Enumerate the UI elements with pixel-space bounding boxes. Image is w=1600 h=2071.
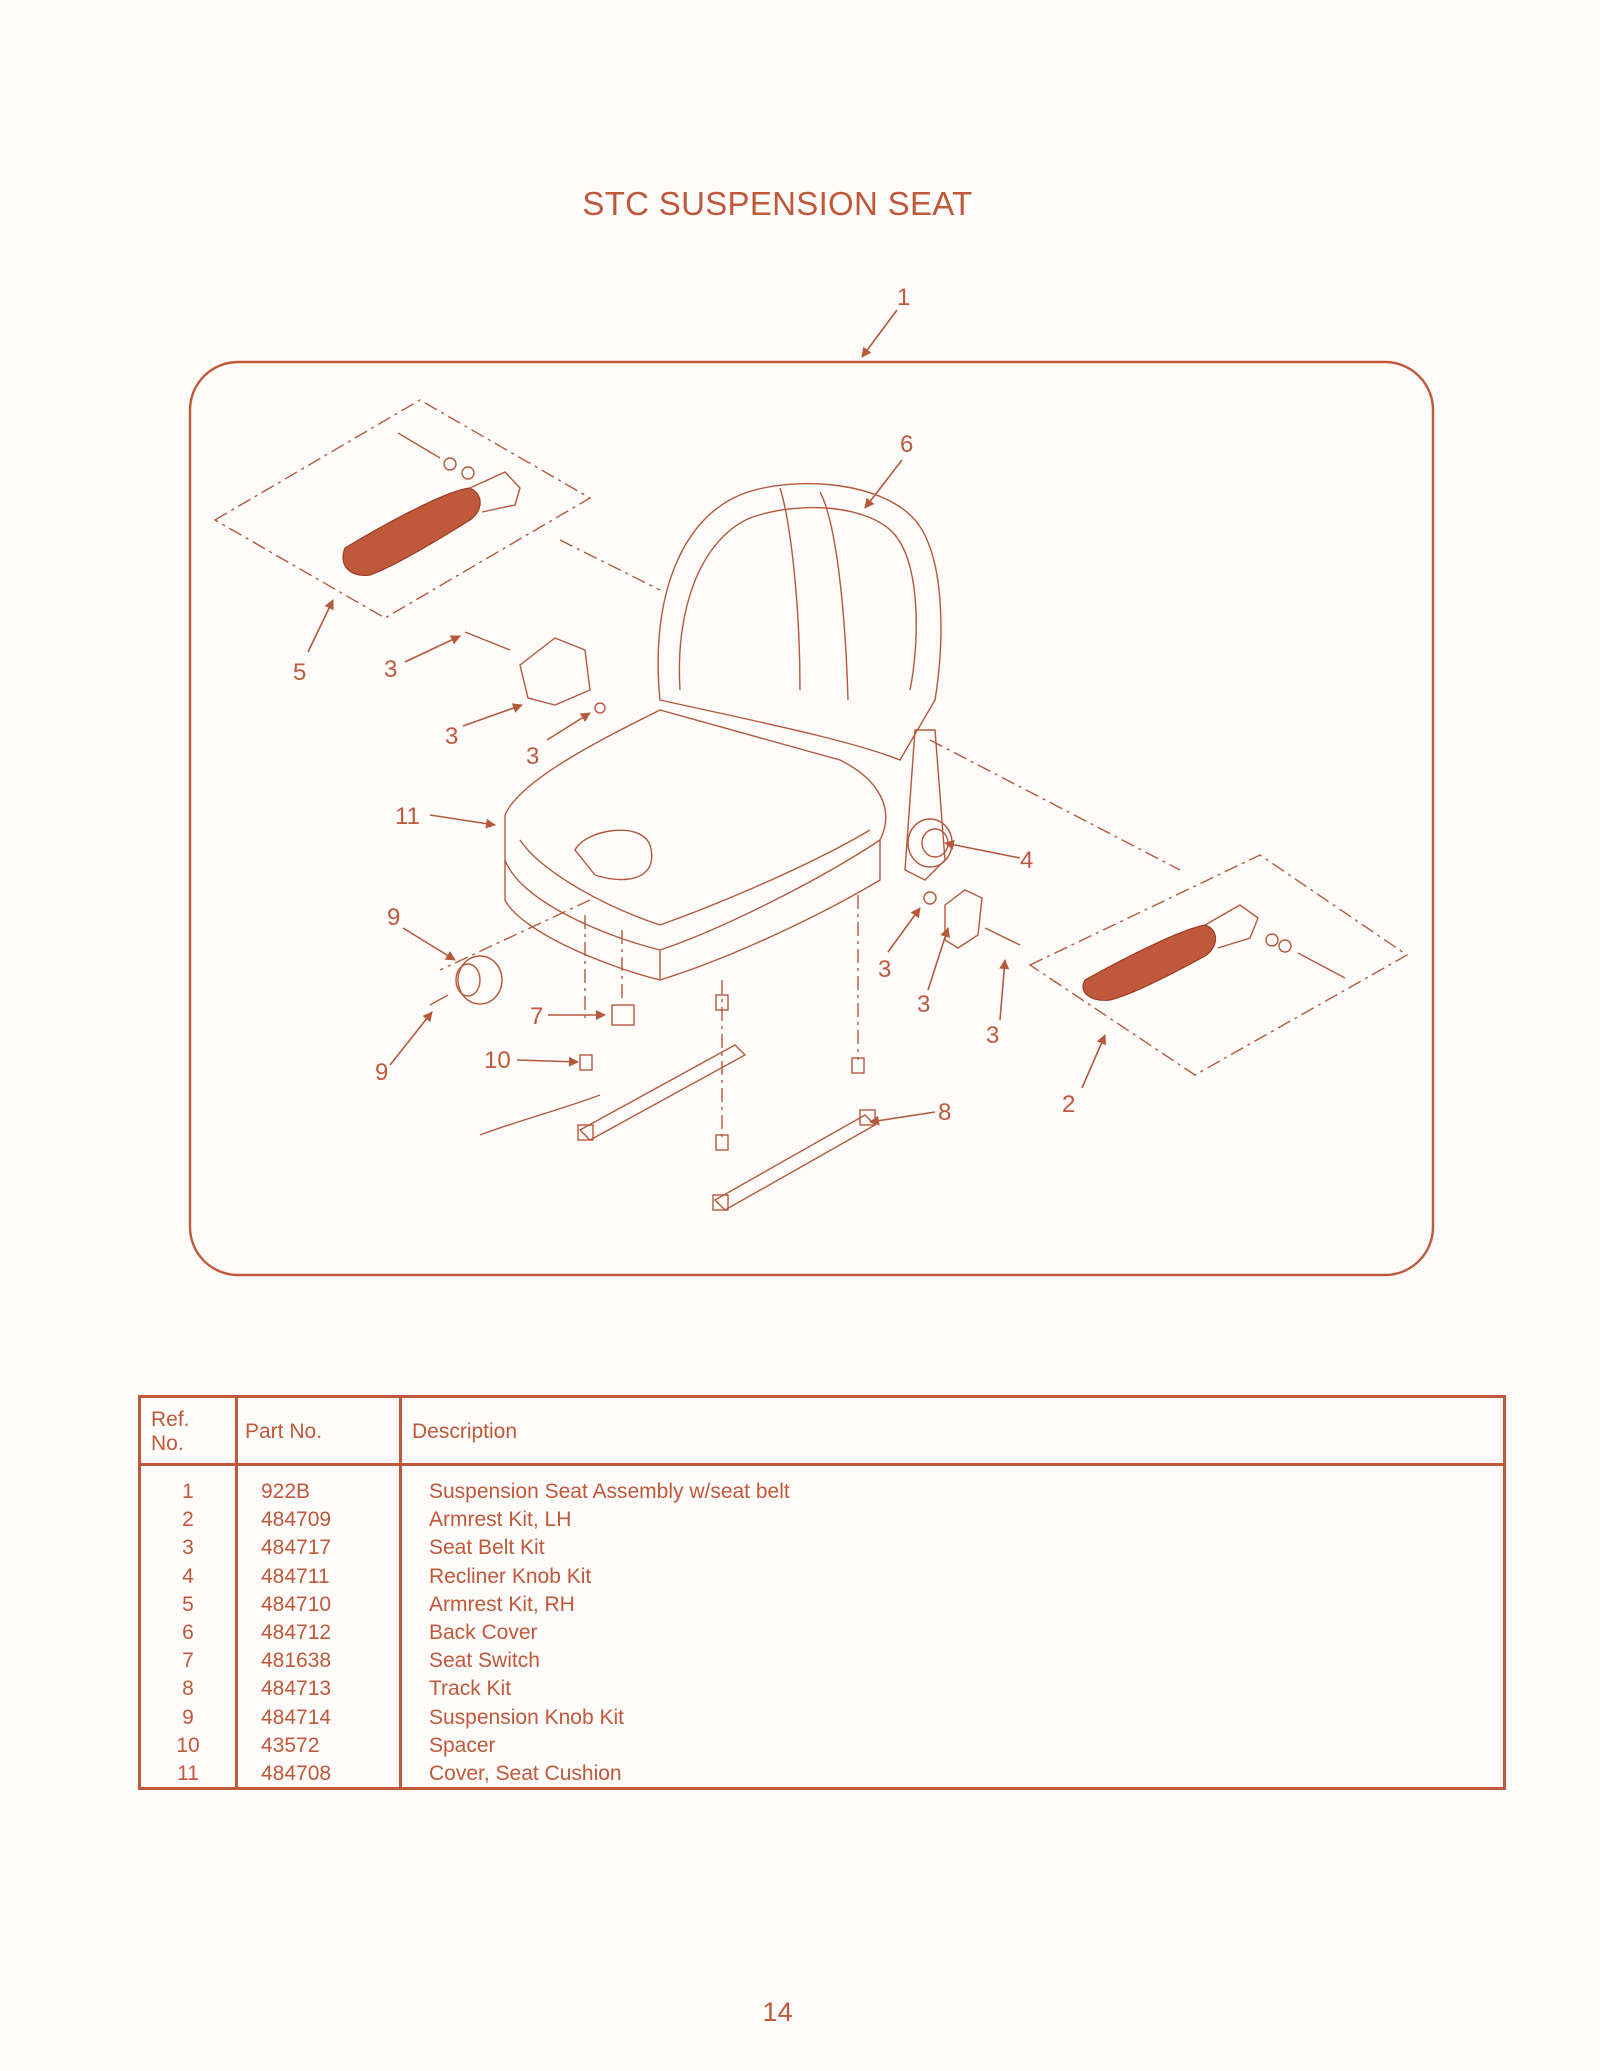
row-description: Spacer (429, 1733, 496, 1757)
row-description: Track Kit (429, 1677, 512, 1701)
track-right (712, 1109, 877, 1211)
callout-number: 3 (445, 723, 458, 750)
row-part-no: 484711 (261, 1564, 330, 1588)
seat-switch (611, 1004, 635, 1026)
row-description: Recliner Knob Kit (429, 1564, 592, 1588)
rh-armrest-outline (213, 399, 592, 619)
row-ref: 5 (182, 1592, 194, 1616)
seat-belt-buckle-lower (923, 889, 1021, 949)
callout-number: 3 (526, 743, 539, 770)
header-description: Description (412, 1420, 518, 1443)
callout-number: 8 (938, 1099, 951, 1126)
callout-number: 5 (293, 659, 306, 686)
table-row: 10 43572 Spacer (141, 1734, 1503, 1762)
row-part-no: 484709 (261, 1508, 332, 1532)
row-part-no: 922B (261, 1480, 311, 1503)
row-ref: 9 (182, 1705, 194, 1729)
row-description: Suspension Knob Kit (429, 1705, 624, 1729)
column-divider (235, 1398, 238, 1787)
seat-cushion (504, 709, 887, 981)
row-ref: 4 (182, 1564, 194, 1588)
table-row: 7 481638 Seat Switch (141, 1649, 1503, 1677)
row-part-no: 481638 (261, 1649, 332, 1673)
row-description: Suspension Seat Assembly w/seat belt (429, 1480, 790, 1503)
parts-table-header: Ref. No. Part No. Description (141, 1398, 1503, 1466)
parts-table: Ref. No. Part No. Description 1 922B Suspe… (138, 1395, 1506, 1790)
callout-number: 9 (375, 1059, 388, 1086)
row-description: Armrest Kit, LH (429, 1508, 572, 1532)
table-row: 11 484708 Cover, Seat Cushion (141, 1762, 1503, 1790)
table-row: 4 484711 Recliner Knob Kit (141, 1565, 1503, 1593)
row-description: Armrest Kit, RH (429, 1592, 575, 1616)
assembly-boundary (188, 360, 1435, 1277)
table-row: 9 484714 Suspension Knob Kit (141, 1706, 1503, 1734)
row-description: Seat Switch (429, 1649, 540, 1673)
callout-number: 9 (387, 904, 400, 931)
page-number: 14 (762, 1997, 793, 2027)
callout-number: 4 (1020, 847, 1033, 874)
callout-number: 2 (1062, 1091, 1075, 1118)
callout-number: 3 (986, 1022, 999, 1049)
row-part-no: 484708 (261, 1761, 332, 1785)
callout-number: 10 (484, 1047, 511, 1074)
row-ref: 2 (182, 1508, 194, 1532)
row-ref: 8 (182, 1677, 194, 1701)
row-ref: 10 (176, 1733, 200, 1757)
row-ref: 3 (182, 1536, 194, 1560)
row-ref: 11 (177, 1761, 199, 1785)
seat-belt-buckle-upper (464, 631, 606, 714)
table-row: 5 484710 Armrest Kit, RH (141, 1593, 1503, 1621)
page-title: STC SUSPENSION SEAT (582, 185, 973, 222)
callout-number: 3 (384, 656, 397, 683)
table-row: 8 484713 Track Kit (141, 1677, 1503, 1705)
callout-number: 1 (897, 284, 910, 311)
row-ref: 1 (182, 1480, 194, 1503)
rh-armrest (342, 432, 521, 576)
row-description: Cover, Seat Cushion (429, 1761, 622, 1785)
lh-armrest (1082, 904, 1346, 1001)
track-left (479, 1044, 747, 1141)
table-row: 2 484709 Armrest Kit, LH (141, 1508, 1503, 1536)
row-ref: 7 (182, 1649, 194, 1673)
header-ref: Ref. No. (151, 1408, 190, 1455)
callout-numbers: 1 6 5 3 3 3 11 4 9 3 3 3 7 9 10 2 8 (293, 284, 1075, 1126)
row-part-no: 484713 (261, 1677, 332, 1701)
callout-number: 3 (917, 991, 930, 1018)
row-ref: 6 (182, 1620, 194, 1644)
spacers (579, 994, 865, 1151)
row-part-no: 43572 (261, 1733, 320, 1757)
suspension-knob (429, 955, 503, 1006)
row-part-no: 484717 (261, 1536, 332, 1560)
callout-leaders (307, 309, 1107, 1126)
parts-table-body: 1 922B Suspension Seat Assembly w/seat bel… (141, 1480, 1503, 1790)
row-part-no: 484712 (261, 1620, 332, 1644)
row-description: Seat Belt Kit (429, 1536, 545, 1560)
callout-number: 7 (530, 1003, 543, 1030)
seat-back (657, 482, 942, 761)
row-description: Back Cover (429, 1620, 538, 1644)
callout-number: 3 (878, 956, 891, 983)
row-part-no: 484710 (261, 1592, 332, 1616)
exploded-parts-diagram: 1 6 5 3 3 3 11 4 9 3 3 3 7 9 10 2 8 (188, 284, 1435, 1277)
lh-armrest-outline (1028, 854, 1409, 1076)
table-row: 1 922B Suspension Seat Assembly w/seat bel… (141, 1480, 1503, 1508)
row-part-no: 484714 (261, 1705, 332, 1729)
callout-number: 6 (900, 431, 913, 458)
recliner-bracket (904, 729, 953, 881)
header-part-no: Part No. (245, 1420, 323, 1443)
table-row: 6 484712 Back Cover (141, 1621, 1503, 1649)
column-divider (399, 1398, 402, 1787)
callout-number: 11 (395, 803, 420, 830)
table-row: 3 484717 Seat Belt Kit (141, 1536, 1503, 1564)
